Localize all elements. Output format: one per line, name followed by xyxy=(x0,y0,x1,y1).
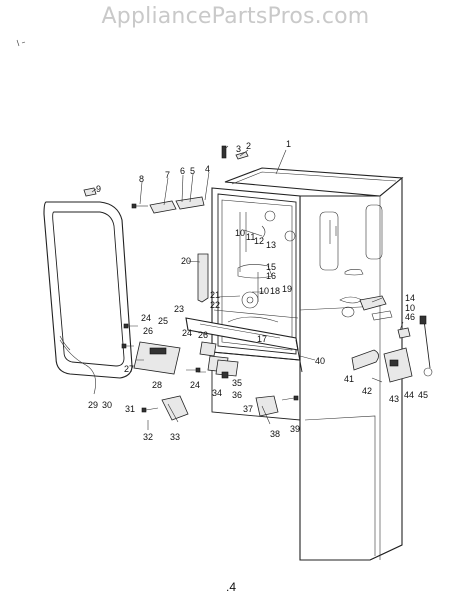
callout-labels: 1 2 3 4 5 6 7 8 9 10 11 12 13 14 15 16 1… xyxy=(88,139,428,442)
callout-2: 2 xyxy=(246,141,251,151)
callout-11: 11 xyxy=(246,232,255,242)
callout-26-left: 26 xyxy=(143,326,153,336)
callout-32: 32 xyxy=(143,432,153,442)
callout-31: 31 xyxy=(125,404,135,414)
callout-5: 5 xyxy=(190,166,195,176)
callout-42: 42 xyxy=(362,386,372,396)
callout-4: 4 xyxy=(205,164,210,174)
callout-18: 18 xyxy=(270,286,280,296)
tub-assembly xyxy=(211,167,404,561)
callout-6: 6 xyxy=(180,166,185,176)
callout-15: 15 xyxy=(266,262,276,272)
callout-17: 17 xyxy=(257,334,267,344)
callout-24-middle: 24 xyxy=(182,328,192,338)
callout-34: 34 xyxy=(212,388,222,398)
callout-12: 12 xyxy=(254,236,264,246)
callout-21: 21 xyxy=(210,290,220,300)
callout-27: 27 xyxy=(124,364,134,374)
callout-3: 3 xyxy=(236,144,241,154)
callout-45: 45 xyxy=(418,390,428,400)
lower-front-parts xyxy=(121,253,303,379)
door-panel xyxy=(43,201,133,395)
callout-7: 7 xyxy=(165,170,170,180)
callout-33: 33 xyxy=(170,432,180,442)
callout-10-upper: 10 xyxy=(235,228,245,238)
callout-35: 35 xyxy=(232,378,242,388)
scan-marks xyxy=(16,39,26,47)
callout-9: 9 xyxy=(96,184,101,194)
callout-37: 37 xyxy=(243,404,253,414)
callout-28: 28 xyxy=(152,380,162,390)
callout-30: 30 xyxy=(102,400,112,410)
callout-38: 38 xyxy=(270,429,280,439)
callout-8: 8 xyxy=(139,174,144,184)
callout-26-right: 26 xyxy=(198,330,208,340)
bottom-hardware xyxy=(141,315,433,430)
callout-1: 1 xyxy=(286,139,291,149)
callout-44: 44 xyxy=(404,390,414,400)
callout-24-bottom: 24 xyxy=(190,380,200,390)
callout-46: 46 xyxy=(405,312,415,322)
callout-36: 36 xyxy=(232,390,242,400)
callout-39: 39 xyxy=(290,424,300,434)
callout-41: 41 xyxy=(344,374,354,384)
page-number: .4 xyxy=(226,580,237,594)
callout-13: 13 xyxy=(266,240,276,250)
callout-10-middle: 10 xyxy=(259,286,269,296)
callout-22: 22 xyxy=(210,300,220,310)
callout-43: 43 xyxy=(389,394,399,404)
callout-10-lower: 10 xyxy=(405,303,415,313)
top-hinge-parts xyxy=(83,145,249,214)
callout-16: 16 xyxy=(266,271,276,281)
callout-20: 20 xyxy=(181,256,191,266)
callout-19: 19 xyxy=(282,284,292,294)
callout-25: 25 xyxy=(158,316,168,326)
callout-29: 29 xyxy=(88,400,98,410)
leader-lines xyxy=(91,145,404,361)
watermark: AppliancePartsPros.com xyxy=(101,4,370,29)
callout-40: 40 xyxy=(315,356,325,366)
callout-23: 23 xyxy=(174,304,184,314)
callout-14: 14 xyxy=(405,293,415,303)
callout-24-top: 24 xyxy=(141,313,151,323)
